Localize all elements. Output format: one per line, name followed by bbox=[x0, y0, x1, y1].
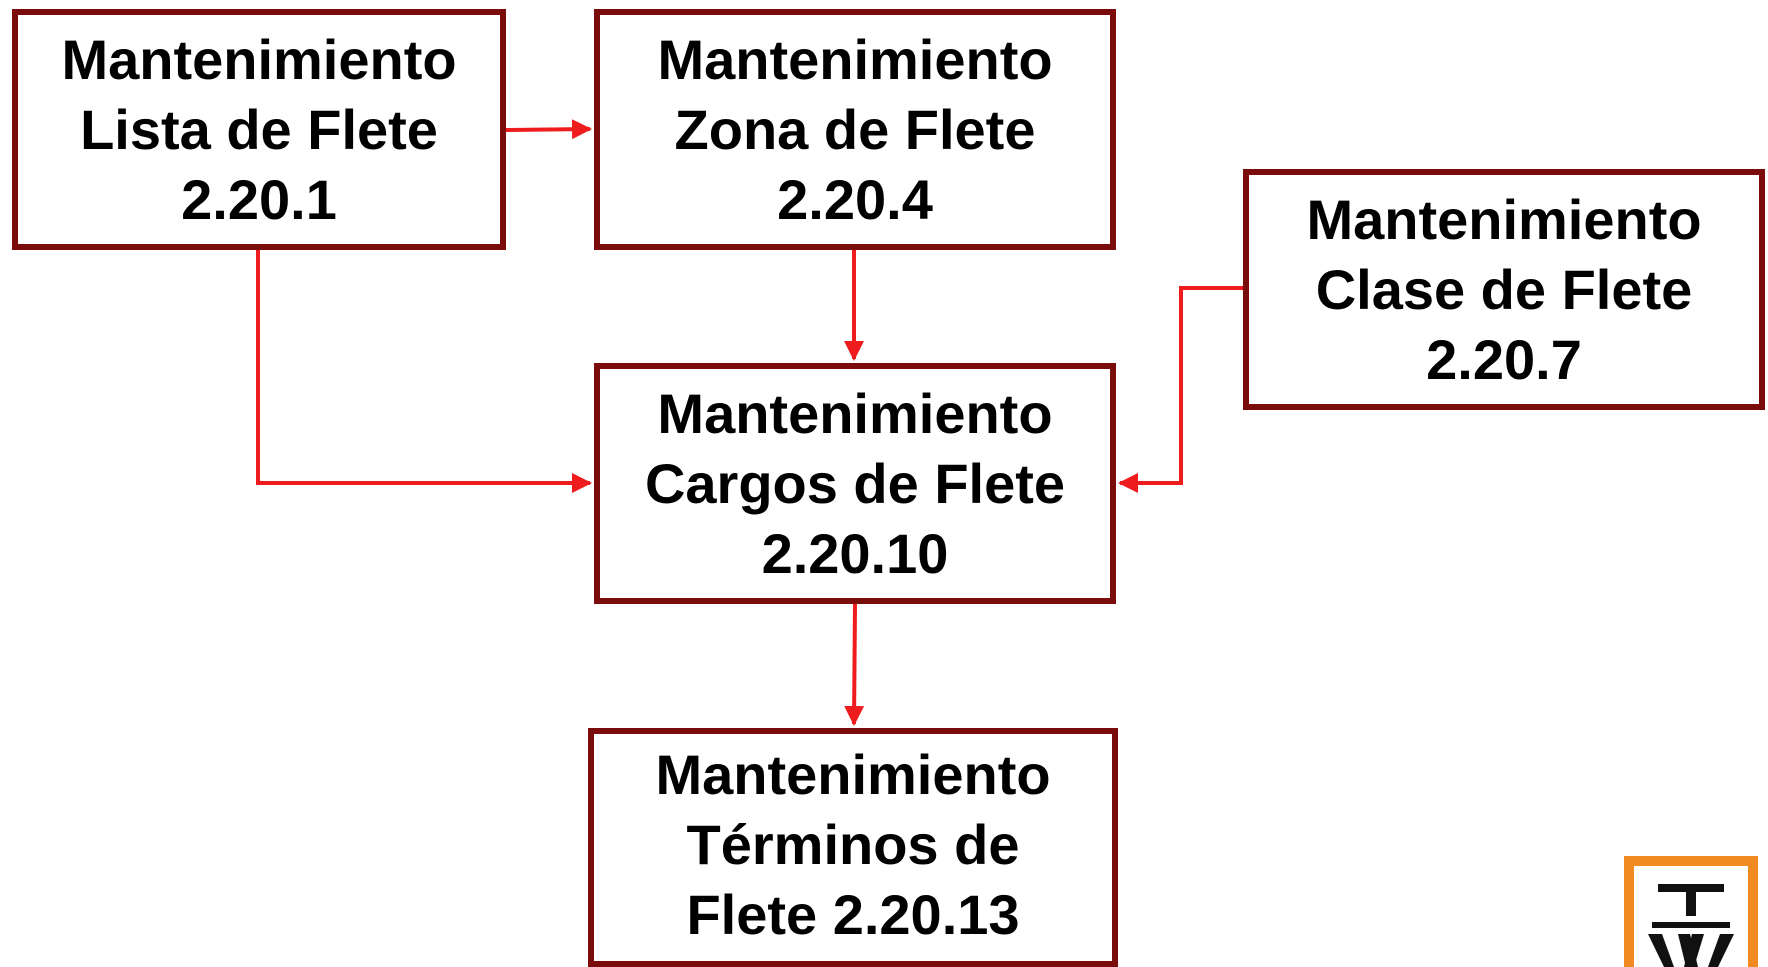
box-label-line: Mantenimiento bbox=[657, 27, 1053, 91]
box-label-line: Mantenimiento bbox=[61, 27, 457, 91]
logo-mark bbox=[1648, 884, 1734, 967]
box-label-line: 2.20.10 bbox=[761, 521, 949, 585]
box-label-line: Mantenimiento bbox=[657, 381, 1053, 445]
box-cargos-de-flete: Mantenimiento Cargos de Flete 2.20.10 bbox=[594, 363, 1116, 604]
connector-cargos-to-terminos bbox=[844, 603, 865, 726]
box-label-line: 2.20.1 bbox=[181, 167, 337, 231]
box-label: Mantenimiento Clase de Flete 2.20.7 bbox=[1306, 185, 1701, 395]
box-label-line: Lista de Flete bbox=[80, 97, 438, 161]
box-zona-de-flete: Mantenimiento Zona de Flete 2.20.4 bbox=[594, 9, 1116, 250]
connector-lista-to-zona bbox=[505, 119, 592, 140]
tw-logo-icon bbox=[1624, 856, 1758, 967]
box-clase-de-flete: Mantenimiento Clase de Flete 2.20.7 bbox=[1243, 169, 1765, 410]
box-label-line: 2.20.7 bbox=[1426, 327, 1582, 391]
connector-clase-to-cargos bbox=[1118, 286, 1243, 493]
box-lista-de-flete: Mantenimiento Lista de Flete 2.20.1 bbox=[12, 9, 506, 250]
box-label: Mantenimiento Zona de Flete 2.20.4 bbox=[657, 25, 1052, 235]
box-label-line: Flete 2.20.13 bbox=[686, 882, 1020, 946]
box-label-line: Mantenimiento bbox=[655, 742, 1051, 806]
box-label-line: Mantenimiento bbox=[1306, 187, 1702, 251]
box-label-line: Cargos de Flete bbox=[644, 451, 1066, 515]
box-label-line: Términos de bbox=[686, 812, 1020, 876]
box-label: Mantenimiento Cargos de Flete 2.20.10 bbox=[645, 379, 1065, 589]
logo-panel bbox=[1634, 866, 1748, 967]
box-label: Mantenimiento Términos de Flete 2.20.13 bbox=[655, 740, 1050, 950]
box-label-line: Zona de Flete bbox=[674, 97, 1036, 161]
box-label: Mantenimiento Lista de Flete 2.20.1 bbox=[61, 25, 456, 235]
box-label-line: Clase de Flete bbox=[1315, 257, 1693, 321]
box-terminos-de-flete: Mantenimiento Términos de Flete 2.20.13 bbox=[588, 728, 1118, 967]
box-label-line: 2.20.4 bbox=[777, 167, 933, 231]
connector-lista-to-cargos bbox=[256, 250, 592, 493]
